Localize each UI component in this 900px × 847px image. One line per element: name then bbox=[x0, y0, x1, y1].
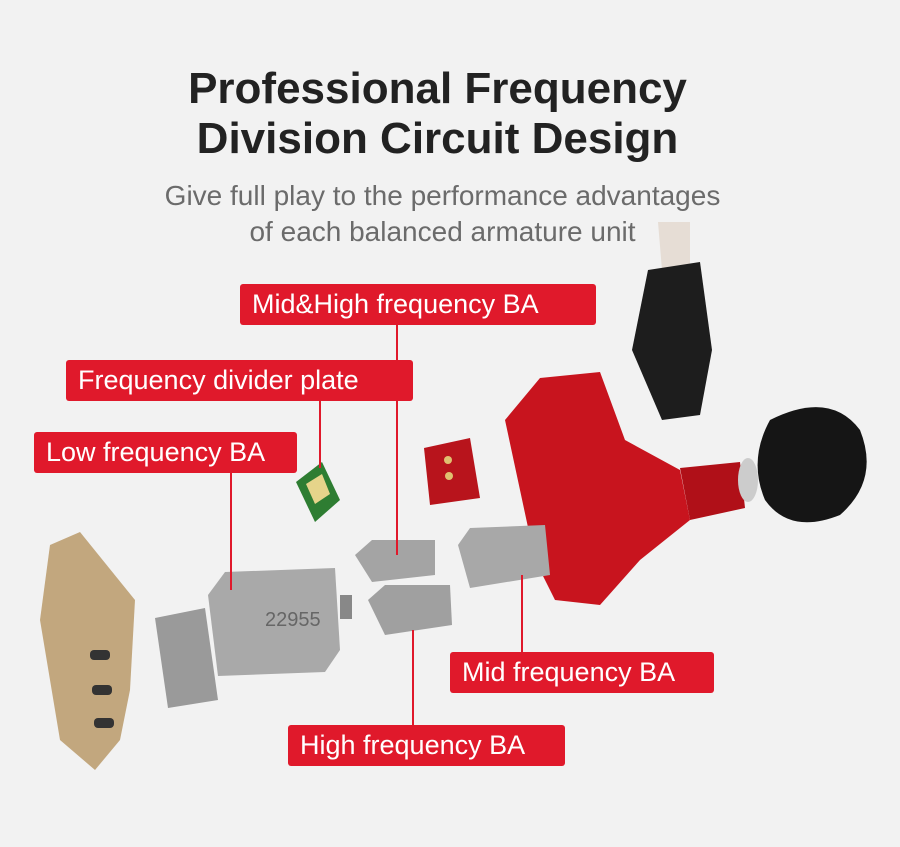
label-mid-high-frequency-ba: Mid&High frequency BA bbox=[240, 284, 596, 325]
title-line-2: Division Circuit Design bbox=[196, 114, 679, 163]
faceplate-slot bbox=[94, 718, 114, 728]
socket-block bbox=[424, 438, 480, 505]
driver-marking: 22955 bbox=[265, 609, 321, 631]
mid-ba bbox=[458, 525, 550, 588]
label-high-frequency-ba: High frequency BA bbox=[288, 725, 565, 766]
low-frequency-ba bbox=[208, 568, 340, 676]
red-shell bbox=[505, 372, 690, 605]
socket-pin-hole bbox=[445, 472, 453, 480]
nozzle bbox=[680, 462, 745, 520]
subtitle-line-1: Give full play to the performance advant… bbox=[164, 180, 721, 211]
faceplate-slot bbox=[92, 685, 112, 695]
filter bbox=[738, 458, 758, 502]
leader-line-mid bbox=[521, 575, 523, 652]
driver-nozzle bbox=[340, 595, 352, 619]
subtitle-line-2: of each balanced armature unit bbox=[249, 216, 636, 247]
leader-line-low bbox=[230, 473, 232, 590]
leader-line-mid-high bbox=[396, 325, 398, 555]
cable-connector bbox=[632, 262, 712, 420]
title-line-1: Professional Frequency bbox=[188, 64, 687, 113]
cable bbox=[658, 222, 690, 270]
faceplate-slot bbox=[90, 650, 110, 660]
mesh-grill bbox=[155, 608, 218, 708]
mid-high-ba bbox=[355, 540, 435, 582]
label-low-frequency-ba: Low frequency BA bbox=[34, 432, 297, 473]
leader-line-divider bbox=[319, 400, 321, 468]
label-frequency-divider-plate: Frequency divider plate bbox=[66, 360, 413, 401]
high-ba bbox=[368, 585, 452, 635]
label-mid-frequency-ba: Mid frequency BA bbox=[450, 652, 714, 693]
divider-component bbox=[306, 474, 330, 504]
ear-tip bbox=[757, 407, 867, 523]
socket-pin-hole bbox=[444, 456, 452, 464]
leader-line-high bbox=[412, 630, 414, 725]
gold-faceplate bbox=[40, 532, 135, 770]
